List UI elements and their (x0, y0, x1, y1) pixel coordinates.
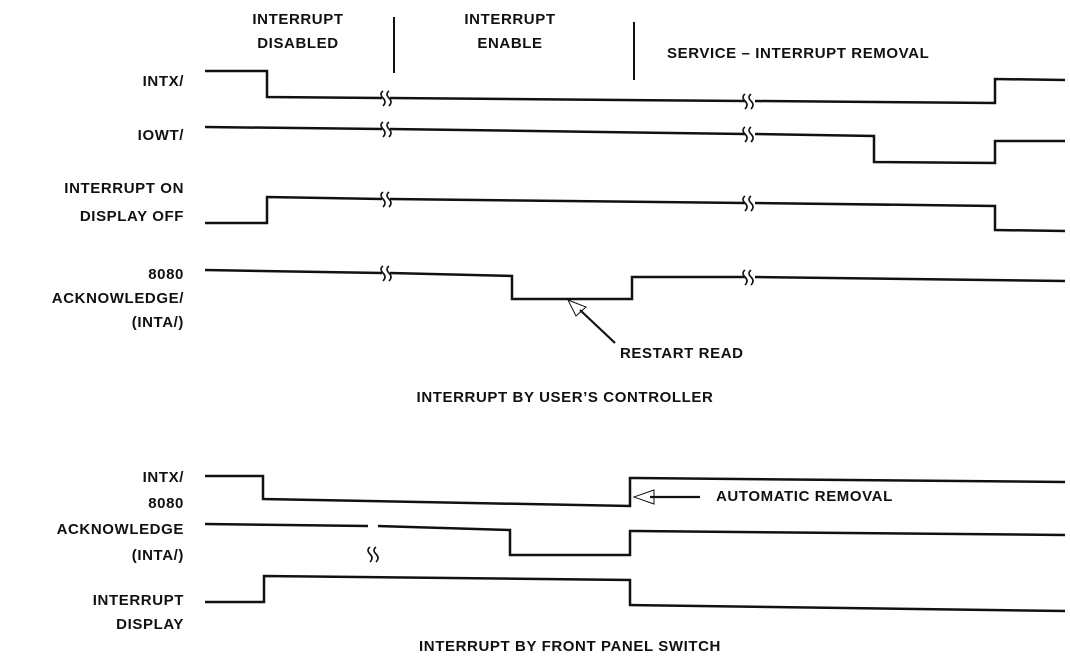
signal-interrupt-on-line1: INTERRUPT ON (64, 180, 184, 197)
signal-interrupt-on-line2: DISPLAY OFF (79, 208, 184, 225)
bottom-signal-interrupt-line2: DISPLAY (116, 616, 184, 633)
automatic-removal-arrow (632, 489, 700, 505)
automatic-removal-annotation: AUTOMATIC REMOVAL (716, 488, 893, 505)
break-marks (367, 90, 754, 563)
bottom-ack-waveform (204, 522, 1066, 557)
bottom-signal-ack-line1: 8080 (148, 495, 184, 512)
phase-disabled-line1: INTERRUPT (252, 11, 344, 28)
signal-ack-line1: 8080 (148, 266, 184, 283)
restart-read-annotation: RESTART READ (620, 345, 744, 362)
ack-waveform (204, 268, 1066, 301)
bottom-signal-interrupt-label: INTERRUPT DISPLAY (93, 592, 184, 634)
signal-ack-line2: ACKNOWLEDGE/ (51, 290, 184, 307)
bottom-diagram-caption: INTERRUPT BY FRONT PANEL SWITCH (419, 638, 721, 655)
bottom-signal-ack-line3: (INTA/) (131, 547, 184, 564)
signal-interrupt-on-label: INTERRUPT ON DISPLAY OFF (64, 180, 184, 226)
bottom-signal-interrupt-line1: INTERRUPT (92, 592, 184, 609)
phase-enable-line2: ENABLE (477, 35, 543, 52)
signal-iowt-label: IOWT/ (137, 127, 184, 144)
restart-read-arrow (566, 299, 616, 344)
bottom-signal-ack-label: 8080 ACKNOWLEDGE (INTA/) (57, 495, 184, 565)
signal-ack-line3: (INTA/) (131, 314, 184, 331)
iowt-waveform (204, 125, 1065, 165)
bottom-signal-ack-line2: ACKNOWLEDGE (56, 521, 184, 538)
top-diagram-caption: INTERRUPT BY USER’S CONTROLLER (416, 389, 714, 406)
phase-disabled-label: INTERRUPT DISABLED (228, 11, 368, 53)
bottom-interrupt-waveform (205, 574, 1066, 613)
phase-enable-label: INTERRUPT ENABLE (440, 11, 580, 53)
phase-enable-line1: INTERRUPT (464, 11, 556, 28)
phase-service-label: SERVICE – INTERRUPT REMOVAL (667, 45, 930, 62)
interrupt-on-waveform (205, 195, 1066, 233)
intx-waveform (205, 69, 1066, 105)
bottom-intx-waveform (205, 474, 1066, 508)
signal-ack-label: 8080 ACKNOWLEDGE/ (INTA/) (52, 266, 184, 332)
phase-disabled-line2: DISABLED (257, 35, 339, 52)
signal-intx-label: INTX/ (142, 73, 184, 90)
bottom-signal-intx-label: INTX/ (142, 469, 184, 486)
